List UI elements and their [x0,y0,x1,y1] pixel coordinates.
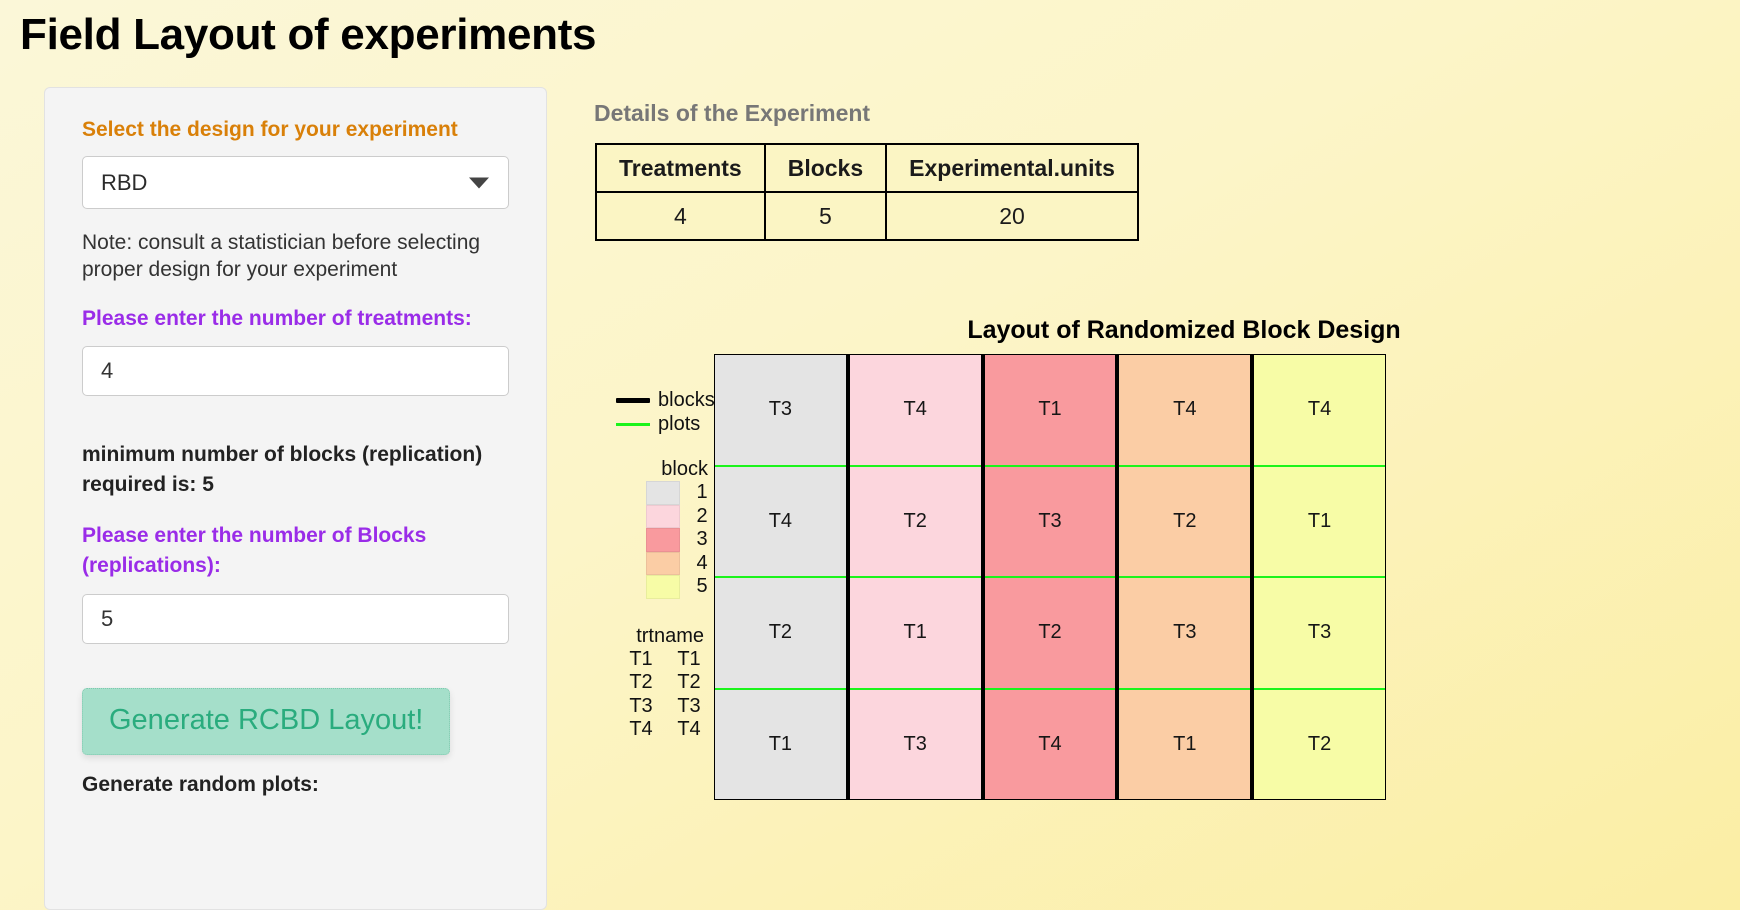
design-select[interactable]: RBD [82,156,509,209]
table-row: 4 5 20 [595,191,1139,241]
legend-trtname-row: T2 T2 [594,671,714,695]
table-header-row: Treatments Blocks Experimental.units [595,143,1139,193]
blocks-line-icon [616,397,650,403]
cell-treatments: 4 [595,191,766,241]
field-plot-cell: T4 [715,466,846,578]
legend-title-trtname: trtname [636,624,704,647]
treatments-label: Please enter the number of treatments: [82,306,472,330]
design-select-label: Select the design for your experiment [82,118,458,141]
field-plot-cell: T2 [849,466,981,578]
field-plot-cell: T3 [1254,578,1385,690]
field-plot-cell: T4 [1254,355,1385,467]
legend-item-blocks: blocks [594,388,715,412]
legend-label-blocks: blocks [658,388,715,411]
column-header-experimental-units: Experimental.units [885,143,1139,193]
field-plot-cell: T4 [849,355,981,467]
legend-trtname-value: T4 [677,718,701,740]
generate-random-plots-label: Generate random plots: [82,772,319,796]
page-title: Field Layout of experiments [20,10,597,59]
field-plot-cell: T3 [1119,578,1251,690]
legend-swatch-label: 1 [696,481,708,504]
plot-title: Layout of Randomized Block Design [967,316,1401,344]
legend-label-plots: plots [658,412,701,435]
cell-blocks: 5 [763,191,888,241]
legend-swatch-row: 1 [594,481,714,505]
legend-title-block: block [661,458,708,480]
legend-color-swatch [646,575,680,599]
details-table: Treatments Blocks Experimental.units 4 5… [595,143,1139,241]
legend-color-swatch [646,481,680,505]
min-blocks-text: minimum number of blocks (replication) r… [82,443,483,497]
blocks-label: Please enter the number of Blocks (repli… [82,523,427,578]
legend-swatch-row: 2 [594,504,714,528]
legend-trtname-row: T3 T3 [594,695,714,719]
sidebar-panel: Select the design for your experiment RB… [44,87,547,910]
column-header-blocks: Blocks [763,143,888,193]
legend-swatch-row: 4 [594,551,714,575]
blocks-input[interactable] [82,593,509,644]
legend-swatch-label: 3 [696,528,708,551]
field-plot-cell: T1 [1254,466,1385,578]
legend-trtname-row: T1 T1 [594,648,714,672]
field-plot-cell: T4 [1119,355,1251,467]
legend-trtname-label: T1 [629,647,653,670]
treatments-input[interactable] [82,346,509,397]
legend-trtname-row: T4 T4 [594,718,714,742]
plots-line-icon [616,422,650,426]
field-plot-cell: T3 [849,689,981,799]
field-plot-cell: T1 [849,578,981,690]
field-plot-cell: T1 [984,355,1116,467]
cell-experimental-units: 20 [885,191,1139,241]
legend-swatch-label: 2 [696,504,708,527]
generate-rcbd-layout-button[interactable]: Generate RCBD Layout! [82,687,451,755]
field-plot-cell: T3 [984,466,1116,578]
legend-color-swatch [646,528,680,552]
field-plot-cell: T1 [1119,689,1251,799]
legend-trtname-value: T3 [677,694,701,717]
field-layout-plot: Layout of Randomized Block Design blocks… [594,300,1654,820]
field-plot-cell: T2 [1254,689,1385,799]
legend-color-swatch [646,551,680,575]
legend-trtname-label: T2 [629,671,653,693]
field-plot-cell: T3 [715,355,846,467]
legend-swatch-label: 5 [696,575,708,598]
details-heading: Details of the Experiment [594,100,871,126]
legend-color-swatch [646,504,680,528]
field-plot-cell: T2 [984,578,1116,690]
column-header-treatments: Treatments [595,143,766,193]
legend-swatch-label: 4 [696,551,708,574]
legend-trtname-value: T1 [677,647,701,670]
field-plot-cell: T2 [715,578,846,690]
legend-trtname-label: T4 [629,718,653,740]
design-note: Note: consult a statistician before sele… [82,231,481,282]
legend-swatch-row: 3 [594,528,714,552]
field-plot-cell: T2 [1119,466,1251,578]
legend-trtname-value: T2 [677,671,701,693]
legend-trtname-label: T3 [629,694,653,717]
legend-swatch-row: 5 [594,575,714,599]
legend-item-plots: plots [594,412,714,436]
design-select-wrapper[interactable]: RBD [82,156,509,209]
field-plot-cell: T1 [715,689,846,799]
field-plot-cell: T4 [984,689,1116,799]
